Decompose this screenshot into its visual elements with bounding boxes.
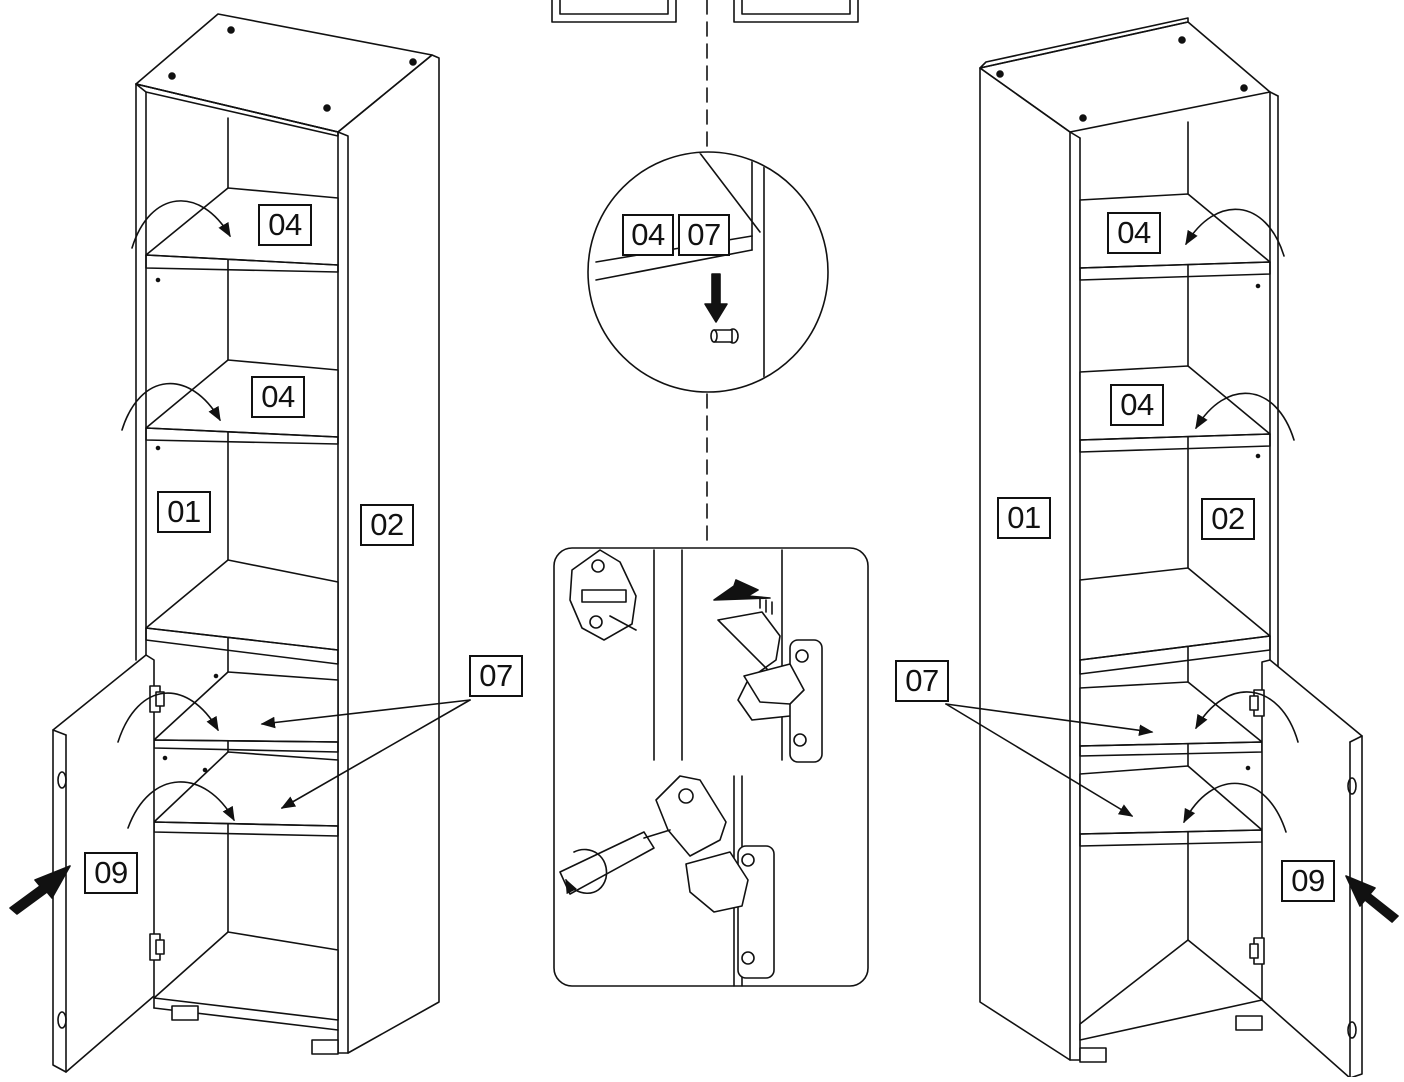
label-shelf-04: 04	[251, 376, 305, 418]
curved-arrow-icon	[121, 382, 221, 431]
label-panel-02: 02	[1201, 498, 1255, 540]
label-shelf-04: 04	[622, 214, 674, 256]
label-panel-02: 02	[360, 504, 414, 546]
label-pin-07: 07	[678, 214, 730, 256]
hinge-detail-panel	[553, 547, 869, 987]
hinge-icon	[569, 549, 637, 641]
curved-arrow-icon	[1185, 208, 1285, 257]
push-arrow-icon	[713, 579, 771, 601]
label-panel-01: 01	[157, 491, 211, 533]
hinge-icon	[149, 685, 165, 713]
shelf-pin-icon	[710, 328, 739, 344]
hinge-icon	[1249, 937, 1265, 965]
hinge-icon	[149, 933, 165, 961]
curved-arrow-icon	[1183, 782, 1287, 833]
label-shelf-04: 04	[1110, 384, 1164, 426]
push-arrow-icon	[9, 865, 71, 915]
label-pin-07: 07	[895, 660, 949, 702]
curved-arrow-icon	[1195, 392, 1295, 441]
label-panel-01: 01	[997, 497, 1051, 539]
curved-arrow-icon	[117, 692, 219, 743]
shelf-pin-detail	[587, 151, 829, 393]
curved-arrow-icon	[1195, 691, 1299, 743]
label-shelf-04: 04	[1107, 212, 1161, 254]
label-shelf-04: 04	[258, 204, 312, 246]
hinge-icon	[717, 611, 823, 763]
curved-arrow-icon	[127, 781, 235, 829]
label-door-09: 09	[1281, 860, 1335, 902]
hinge-icon	[1249, 689, 1265, 717]
down-arrow-icon	[704, 273, 728, 323]
rotate-arrow-icon	[565, 848, 608, 895]
label-pin-07: 07	[469, 655, 523, 697]
push-arrow-icon	[1345, 875, 1399, 923]
label-door-09: 09	[84, 852, 138, 894]
hinge-icon	[655, 775, 775, 979]
curved-arrow-icon	[131, 200, 231, 249]
right-cabinet	[945, 17, 1399, 1079]
